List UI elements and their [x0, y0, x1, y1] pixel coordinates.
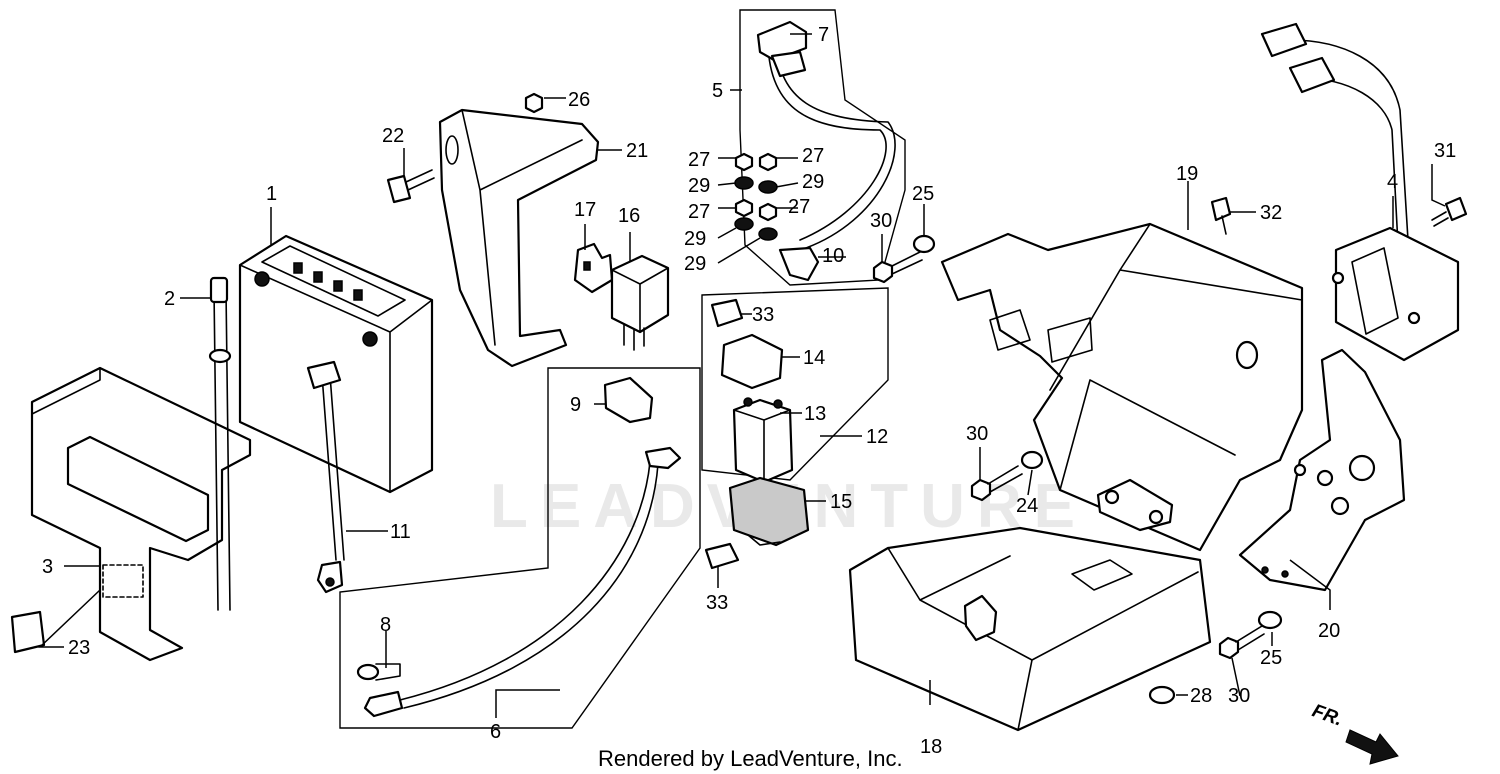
callout-15: 15: [830, 491, 852, 513]
callout-3: 3: [42, 556, 53, 578]
callout-5: 5: [712, 80, 723, 102]
battery-bolt-part: [356, 663, 401, 681]
battery-tray-part: [848, 526, 1212, 732]
rubber-boot-part: [728, 476, 810, 547]
callout-13: 13: [804, 403, 826, 425]
positive-cable-part: [363, 446, 682, 718]
callout-27-c: 27: [688, 201, 710, 223]
part-12-group-bracket: [701, 287, 889, 481]
callout-1: 1: [266, 183, 277, 205]
footer-credit: Rendered by LeadVenture, Inc.: [598, 746, 903, 771]
callout-29-c: 29: [684, 228, 706, 250]
fuse-holder-part: [573, 242, 614, 294]
starter-cable-part: [756, 20, 896, 249]
callout-33-upper: 33: [752, 304, 774, 326]
callout-14: 14: [803, 347, 825, 369]
callout-22: 22: [382, 125, 404, 147]
callout-labels: 1 2 3 4 5 6 7 8 9 10 11 12 13 14 15 16 1…: [42, 24, 1456, 758]
callout-9: 9: [570, 394, 581, 416]
callout-7: 7: [818, 24, 829, 46]
leader-lines: [38, 33, 1446, 718]
screw-part: [1210, 196, 1232, 235]
callout-29-a: 29: [688, 175, 710, 197]
callout-26: 26: [568, 89, 590, 111]
regulator-bolt-part: [1431, 196, 1468, 227]
relay-cover-part: [720, 333, 784, 390]
callout-30-lower: 30: [1228, 685, 1250, 707]
callout-10: 10: [822, 245, 844, 267]
caution-label-part: [10, 610, 46, 654]
callout-33-lower: 33: [706, 592, 728, 614]
callout-28: 28: [1190, 685, 1212, 707]
callout-30-middle: 30: [966, 423, 988, 445]
battery-part: [238, 234, 434, 494]
breather-tube-part: [208, 276, 232, 611]
callout-18: 18: [920, 736, 942, 758]
regulator-rectifier-part: [1260, 22, 1460, 362]
callout-27-d: 27: [788, 196, 810, 218]
bolt-part: [386, 169, 435, 204]
callout-11: 11: [390, 521, 411, 543]
part-6-group-bracket: [339, 367, 701, 729]
callout-29-b: 29: [802, 171, 824, 193]
bolt-washer-upper: [872, 234, 936, 284]
callout-4: 4: [1387, 171, 1398, 193]
callout-24: 24: [1016, 495, 1038, 517]
relay-part: [610, 254, 670, 351]
front-arrow-icon: [1345, 729, 1399, 765]
callout-29-d: 29: [684, 253, 706, 275]
direction-label: FR.: [1309, 700, 1345, 730]
callout-27-a: 27: [688, 149, 710, 171]
fuse-part: [710, 298, 744, 328]
callout-2: 2: [164, 288, 175, 310]
grommet-part: [1148, 685, 1176, 705]
nut-washer-stack: [734, 152, 778, 241]
bolt-washer-lower: [1218, 610, 1283, 660]
spare-fuse-part: [704, 542, 740, 570]
callout-25-lower: 25: [1260, 647, 1282, 669]
terminal-cap-part: [778, 246, 820, 282]
callout-20: 20: [1318, 620, 1340, 642]
callout-31: 31: [1434, 140, 1456, 162]
callout-19: 19: [1176, 163, 1198, 185]
terminal-cover-part: [603, 376, 654, 424]
callout-6: 6: [490, 721, 501, 743]
callout-25-upper: 25: [912, 183, 934, 205]
callout-16: 16: [618, 205, 640, 227]
nut-part: [524, 92, 544, 114]
callout-32: 32: [1260, 202, 1282, 224]
starter-relay-part: [732, 397, 794, 484]
battery-cover-part: [30, 366, 252, 662]
callout-23: 23: [68, 637, 90, 659]
callout-17: 17: [574, 199, 596, 221]
callout-12: 12: [866, 426, 888, 448]
side-cover-part: [438, 108, 600, 368]
callout-30-upper: 30: [870, 210, 892, 232]
battery-box-part: [940, 222, 1304, 552]
mounting-bracket-part: [1238, 348, 1406, 592]
callout-21: 21: [626, 140, 648, 162]
front-direction-indicator: FR.: [1309, 700, 1399, 765]
negative-cable-part: [306, 360, 345, 594]
callout-27-b: 27: [802, 145, 824, 167]
callout-8: 8: [380, 614, 391, 636]
